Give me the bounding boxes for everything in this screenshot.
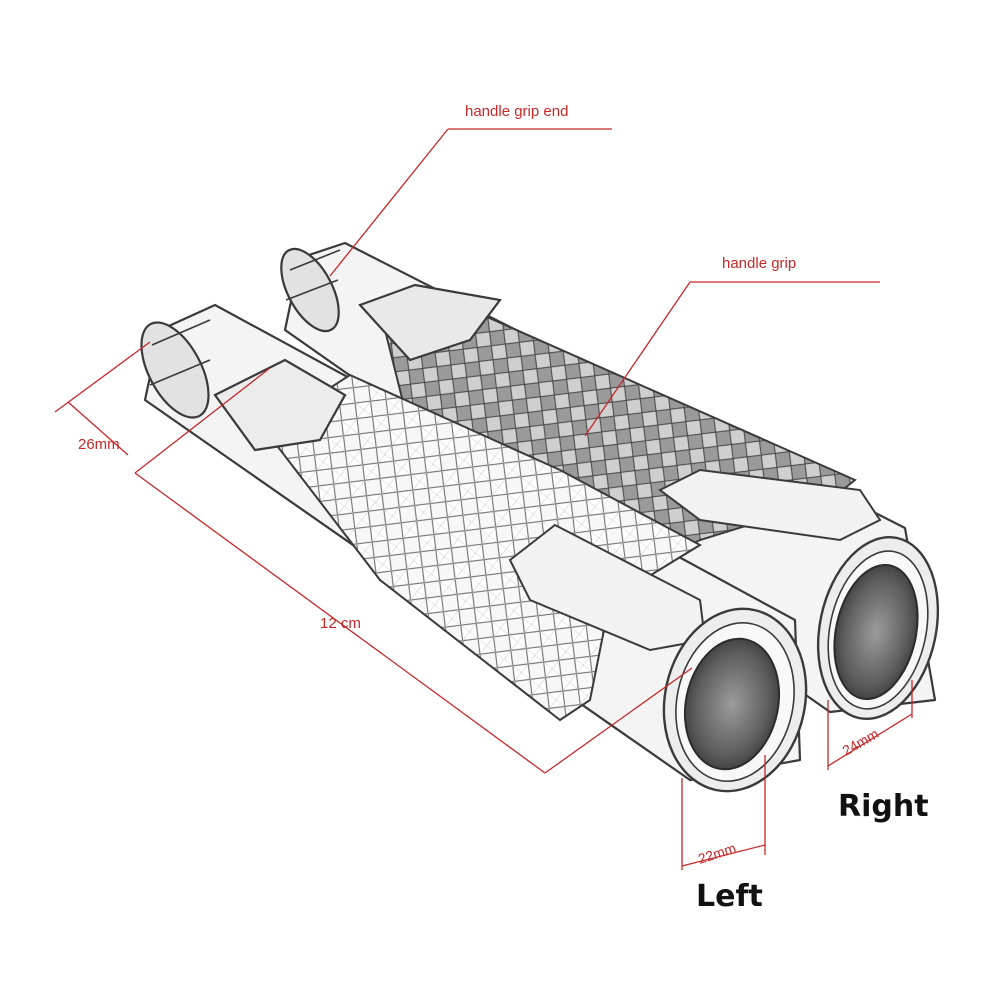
right-grip-opening	[833, 563, 919, 701]
diameter-label: 26mm	[78, 436, 120, 453]
right-grip-band	[358, 283, 502, 362]
right-inner-label: 24mm	[840, 725, 882, 758]
left-side-label: Left	[696, 879, 763, 914]
grip-end-label: handle grip end	[465, 103, 568, 120]
left-grip	[140, 303, 808, 793]
diameter-extension-a	[54, 341, 151, 413]
grip-label: handle grip	[722, 255, 796, 272]
right-grip-tab	[658, 468, 882, 542]
diameter-extension-b	[134, 367, 271, 474]
grip-leader-diagonal	[584, 281, 691, 437]
left-grip-band	[213, 358, 347, 452]
right-side-label: Right	[838, 789, 929, 824]
length-extension-end	[544, 667, 693, 774]
grip-end-leader-diagonal	[329, 128, 449, 277]
left-inner-label: 22mm	[696, 840, 738, 867]
length-label: 12 cm	[320, 615, 361, 632]
right-grip	[280, 241, 940, 720]
left-grip-end-cap	[140, 321, 210, 419]
diameter-dimension-line	[67, 401, 129, 456]
right-inner-dimension-line	[827, 713, 913, 767]
left-inner-dimension-line	[681, 844, 766, 867]
left-grip-opening	[683, 637, 781, 771]
length-dimension-line	[134, 472, 546, 774]
annotation-lines	[54, 128, 913, 870]
